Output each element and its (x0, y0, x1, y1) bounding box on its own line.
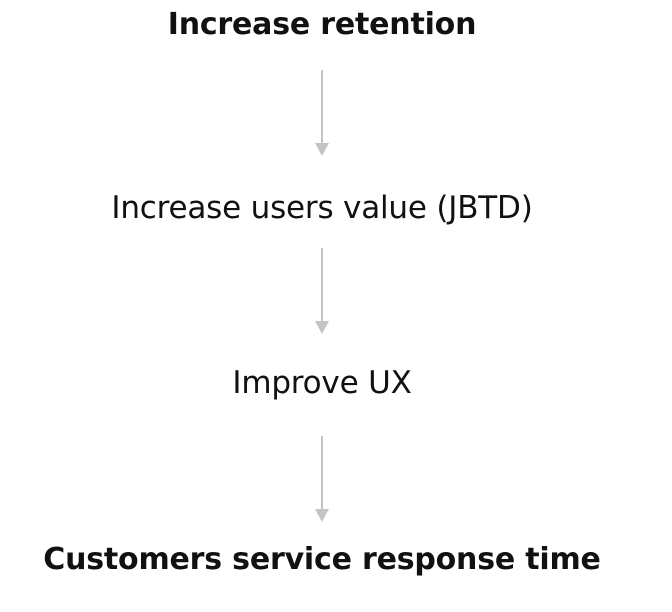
arrow-down-icon (314, 436, 330, 524)
node-increase-users-value: Increase users value (JBTD) (111, 190, 533, 226)
node-improve-ux: Improve UX (232, 365, 412, 401)
node-increase-retention: Increase retention (167, 7, 477, 42)
node-customers-service-response-time: Customers service response time (43, 542, 601, 577)
arrow-down-icon (314, 248, 330, 336)
arrow-down-icon (314, 70, 330, 158)
